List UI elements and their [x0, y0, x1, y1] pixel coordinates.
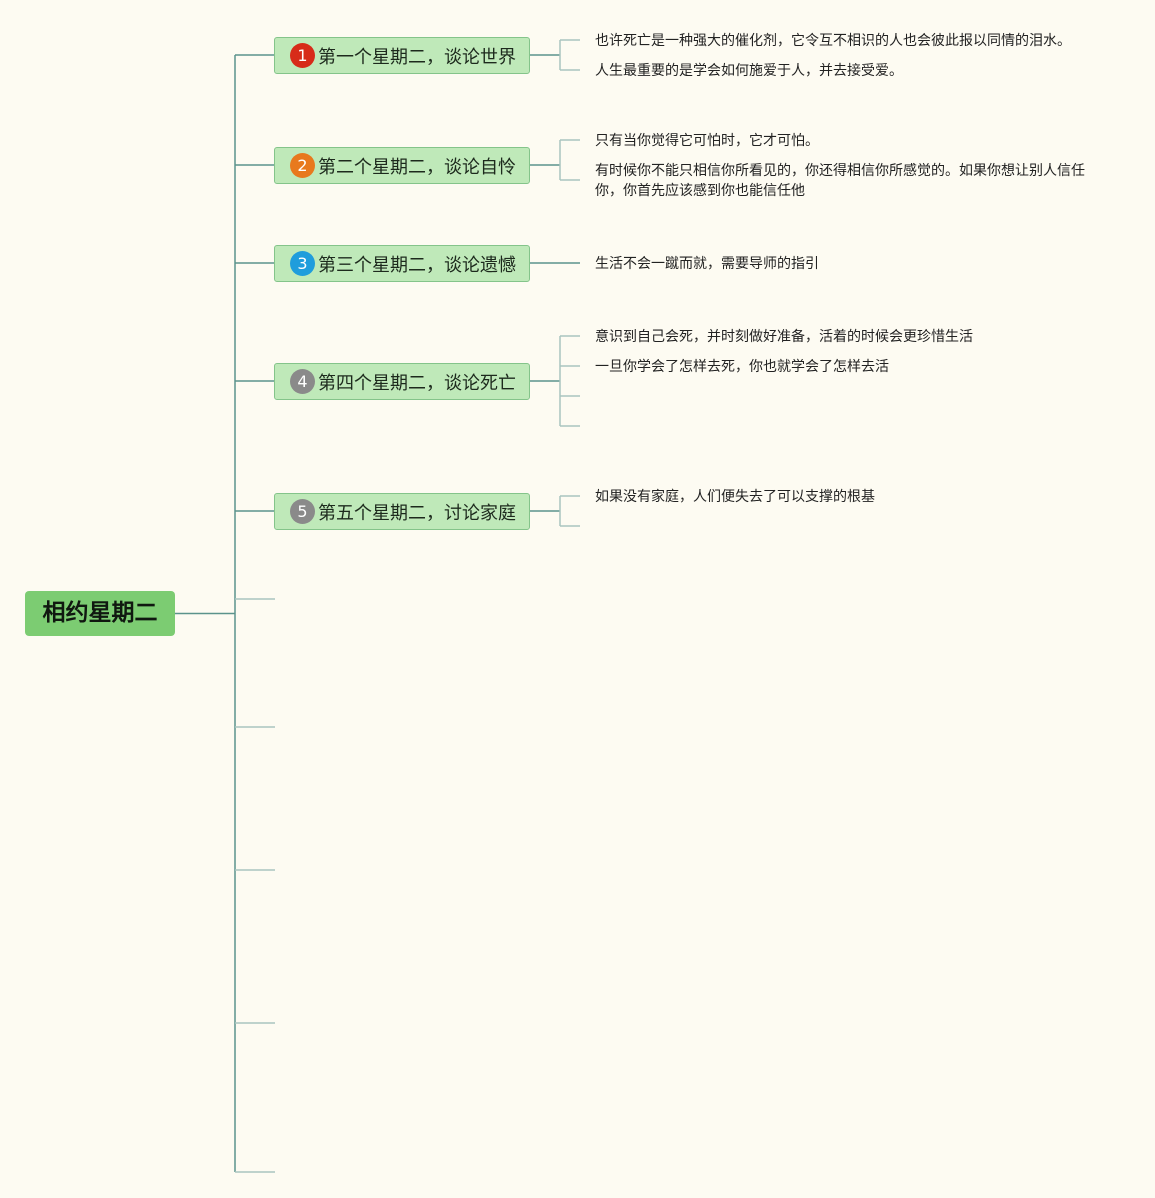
topic-1[interactable]: 1 第一个星期二，谈论世界	[274, 37, 530, 74]
note-4-2[interactable]: 一旦你学会了怎样去死，你也就学会了怎样去活	[595, 359, 889, 375]
note-2-1[interactable]: 只有当你觉得它可怕时，它才可怕。	[595, 133, 819, 149]
topic-3-label: 第三个星期二，谈论遗憾	[318, 254, 516, 276]
note-3-1[interactable]: 生活不会一蹴而就，需要导师的指引	[595, 256, 819, 272]
priority-4-icon: 4	[290, 369, 315, 394]
topic-3[interactable]: 3 第三个星期二，谈论遗憾	[274, 245, 530, 282]
priority-3-icon: 3	[290, 251, 315, 276]
priority-1-icon: 1	[290, 43, 315, 68]
note-4-1[interactable]: 意识到自己会死，并时刻做好准备，活着的时候会更珍惜生活	[595, 329, 973, 345]
root-topic[interactable]: 相约星期二	[25, 591, 175, 636]
topic-1-label: 第一个星期二，谈论世界	[318, 46, 516, 68]
note-1-2[interactable]: 人生最重要的是学会如何施爱于人，并去接受爱。	[595, 63, 903, 79]
topic-4-label: 第四个星期二，谈论死亡	[318, 372, 516, 394]
priority-5-icon: 5	[290, 499, 315, 524]
topic-5[interactable]: 5 第五个星期二，讨论家庭	[274, 493, 530, 530]
note-1-1[interactable]: 也许死亡是一种强大的催化剂，它令互不相识的人也会彼此报以同情的泪水。	[595, 33, 1071, 49]
note-5-1[interactable]: 如果没有家庭，人们便失去了可以支撑的根基	[595, 489, 875, 505]
note-2-2[interactable]: 有时候你不能只相信你所看见的，你还得相信你所感觉的。如果你想让别人信任你，你首先…	[595, 163, 1085, 199]
priority-2-icon: 2	[290, 153, 315, 178]
topic-5-label: 第五个星期二，讨论家庭	[318, 502, 516, 524]
topic-2[interactable]: 2 第二个星期二，谈论自怜	[274, 147, 530, 184]
topic-4[interactable]: 4 第四个星期二，谈论死亡	[274, 363, 530, 400]
topic-2-label: 第二个星期二，谈论自怜	[318, 156, 516, 178]
